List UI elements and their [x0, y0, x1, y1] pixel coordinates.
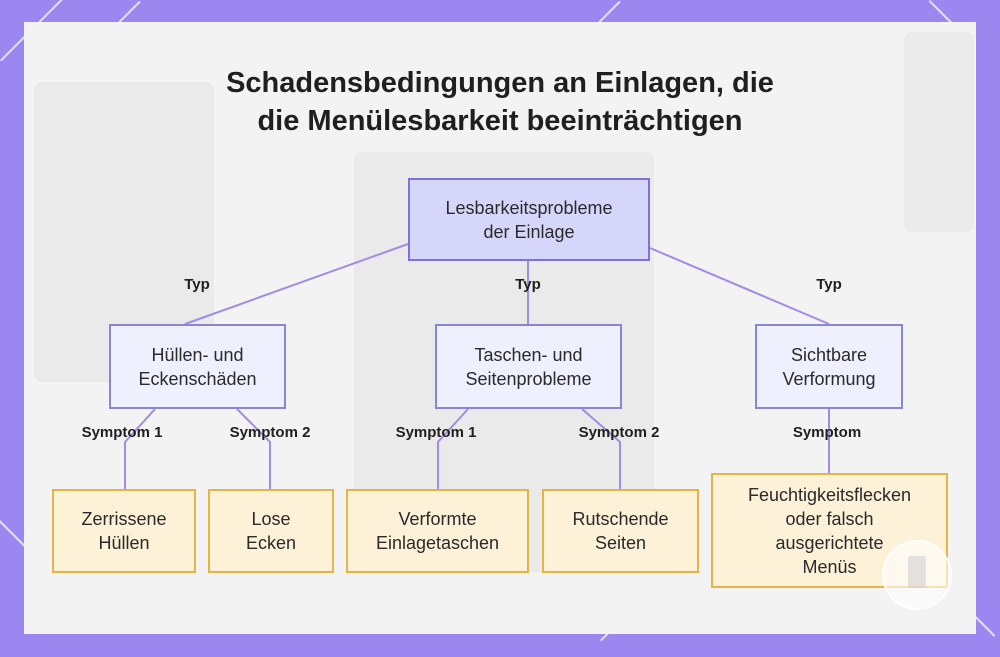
category-node-pocket-page: Taschen- und Seitenprobleme [435, 324, 622, 409]
symptom-label-line: ausgerichtete [775, 532, 884, 553]
root-node: Lesbarkeitsprobleme der Einlage [408, 178, 650, 261]
connector-cat2-sym1 [437, 408, 469, 489]
category-label-line-2: Eckenschäden [138, 368, 257, 389]
edge-label-type-3: Typ [816, 276, 842, 293]
category-label-line-2: Seitenprobleme [465, 368, 592, 389]
symptom-label-line: Seiten [594, 533, 647, 553]
root-label-line-2: der Einlage [483, 221, 575, 242]
category-label-line-1: Hüllen- und [151, 344, 244, 365]
edge-label-symptom-3: Symptom [792, 424, 862, 441]
connector-lines [124, 243, 830, 489]
symptom-node-torn-envelopes: Zerrissene Hüllen [52, 489, 196, 573]
symptom-label-line: Lose [251, 509, 291, 529]
edge-label-symptom-1b: Symptom 2 [229, 424, 311, 441]
category-node-deformation: Sichtbare Verformung [755, 324, 903, 409]
connector-root-cat3 [649, 247, 830, 325]
edge-label-type-1: Typ [184, 276, 210, 293]
symptom-label-line: Feuchtigkeitsflecken [747, 484, 912, 505]
symptom-node-slipping-pages: Rutschende Seiten [542, 489, 699, 573]
category-label-line-1: Taschen- und [474, 344, 583, 365]
edge-label-symptom-2b: Symptom 2 [578, 424, 660, 441]
symptom-label-line: Zerrissene [81, 509, 167, 529]
category-node-envelope-corner: Hüllen- und Eckenschäden [109, 324, 286, 409]
frame-decoration [598, 0, 621, 24]
edge-label-symptom-1a: Symptom 1 [81, 424, 163, 441]
symptom-label-line: Menüs [802, 556, 857, 577]
edge-label-type-2: Typ [515, 276, 541, 293]
connector-cat1-sym2 [236, 408, 271, 489]
symptom-node-moisture-stains: Feuchtigkeitsflecken oder falsch ausgeri… [711, 473, 948, 588]
connector-root-cat1 [184, 243, 409, 325]
symptom-node-deformed-pockets: Verformte Einlagetaschen [346, 489, 529, 573]
connector-cat2-sym2 [581, 408, 621, 489]
symptom-node-loose-corners: Lose Ecken [208, 489, 334, 573]
title-line-1: Schadensbedingungen an Einlagen, die [226, 67, 774, 99]
symptom-label-line: Hüllen [98, 533, 150, 553]
diagram-card: Schadensbedingungen an Einlagen, die die… [24, 22, 976, 634]
connector-cat1-sym1 [124, 408, 156, 489]
diagram-title: Schadensbedingungen an Einlagen, die die… [24, 64, 976, 140]
symptom-label-line: Rutschende [572, 509, 669, 529]
symptom-label-line: Einlagetaschen [375, 533, 500, 553]
root-label-line-1: Lesbarkeitsprobleme [445, 197, 613, 218]
symptom-label-line: oder falsch [785, 508, 874, 529]
title-line-2: die Menülesbarkeit beeinträchtigen [257, 105, 743, 137]
category-label-line-2: Verformung [782, 368, 876, 389]
frame-decoration [118, 0, 141, 24]
category-label-line-1: Sichtbare [790, 344, 868, 365]
watermark-badge-icon [882, 540, 952, 610]
edge-label-symptom-2a: Symptom 1 [395, 424, 477, 441]
symptom-label-line: Verformte [398, 509, 477, 529]
symptom-label-line: Ecken [245, 533, 297, 553]
